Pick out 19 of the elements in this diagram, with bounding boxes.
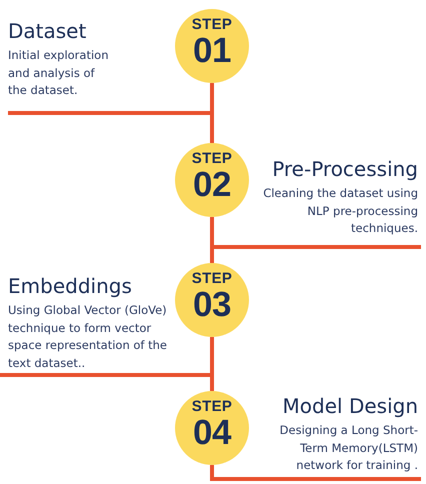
step-number: 02 <box>193 168 231 202</box>
connector-line <box>210 217 214 263</box>
step-number: 03 <box>193 288 231 322</box>
step-description: Initial exploration and analysis of the dataset. <box>8 47 110 99</box>
step-label: STEP <box>192 150 232 167</box>
step-description: Designing a Long Short-Term Memory(LSTM) network for training . <box>278 422 418 474</box>
step-label: STEP <box>192 398 232 415</box>
step-title: Model Design <box>282 394 418 419</box>
step-title: Pre-Processing <box>272 157 418 182</box>
step-title: Embeddings <box>8 274 132 299</box>
step-label: STEP <box>192 16 232 33</box>
step-number: 04 <box>193 416 231 450</box>
connector-line <box>210 337 214 391</box>
step-number: 01 <box>193 34 231 68</box>
step-label: STEP <box>192 270 232 287</box>
step-description: Using Global Vector (GloVe) technique to form vector space representation of the text dataset.. <box>8 302 168 372</box>
step-title: Dataset <box>8 19 86 44</box>
connector-line <box>210 83 214 143</box>
step-description: Cleaning the dataset using NLP pre-processing techniques. <box>262 185 418 237</box>
